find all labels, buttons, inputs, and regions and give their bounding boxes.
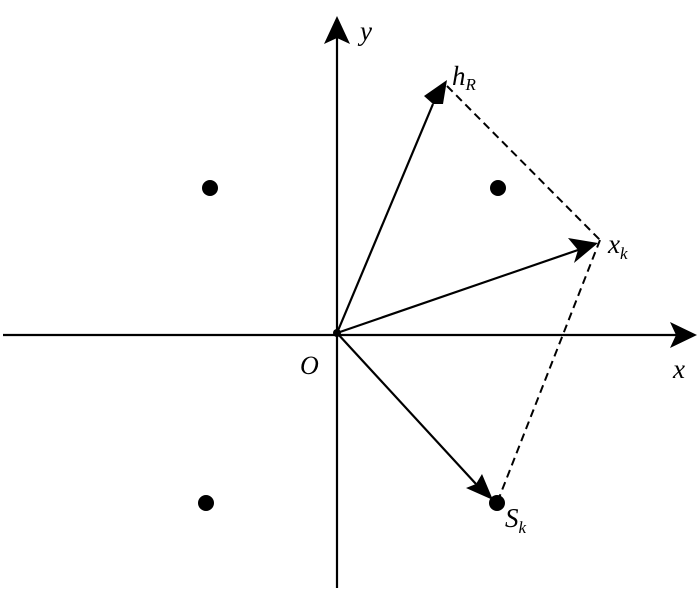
- dashed-line-xk-to-sk: [496, 239, 601, 504]
- s-k-label: Sk: [505, 503, 527, 537]
- vector-h-r-line: [335, 103, 435, 334]
- origin-label: O: [300, 351, 319, 380]
- x-k-label-main: x: [607, 229, 620, 259]
- dashed-line-hr-to-xk: [446, 85, 601, 241]
- h-r-label-main: h: [452, 61, 466, 91]
- constellation-point-q2: [202, 180, 218, 196]
- vector-s-k-line: [336, 332, 477, 485]
- y-axis-label: y: [357, 16, 372, 46]
- s-k-label-main: S: [505, 503, 519, 533]
- constellation-point-q3: [198, 495, 214, 511]
- x-k-label: xk: [607, 229, 628, 263]
- vector-s-k-arrowhead: [466, 474, 493, 500]
- y-axis-arrowhead: [324, 16, 350, 44]
- x-axis-label: x: [672, 354, 685, 384]
- x-axis-arrowhead: [670, 322, 697, 348]
- s-k-label-subscript: k: [519, 518, 527, 537]
- vector-x-k-line: [336, 248, 579, 335]
- constellation-point-q1: [490, 180, 506, 196]
- h-r-label-subscript: R: [465, 75, 477, 94]
- origin-dot: [333, 329, 341, 337]
- x-k-label-subscript: k: [620, 244, 628, 263]
- vector-x-k-arrowhead: [568, 238, 598, 263]
- h-r-label: hR: [452, 61, 477, 94]
- constellation-point-q4: [489, 495, 505, 511]
- vector-h-r-arrowhead: [424, 80, 447, 104]
